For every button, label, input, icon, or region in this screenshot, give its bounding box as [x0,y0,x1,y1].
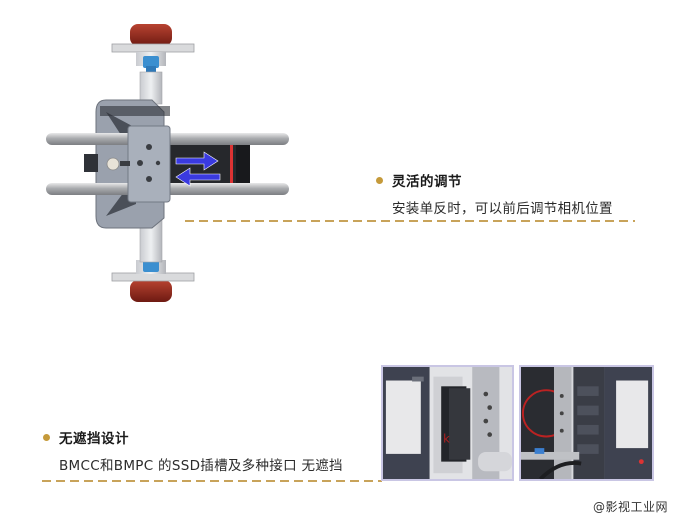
ssd-slot-photo: k [381,365,514,481]
ports-photo [519,365,654,481]
bullet-dot-icon [376,176,383,184]
feature-title-row: 无遮挡设计 [43,427,343,447]
feature-title: 无遮挡设计 [59,431,129,447]
dashed-divider [185,220,635,222]
feature-flexible-adjustment: 灵活的调节 安装单反时，可以前后调节相机位置 [376,170,613,217]
feature-title-row: 灵活的调节 [376,170,613,190]
feature-unobstructed-design: 无遮挡设计 BMCC和BMPC 的SSD插槽及多种接口 无遮挡 [43,427,343,474]
camera-rig-product-image [40,8,300,313]
dashed-divider [42,480,382,482]
bullet-dot-icon [43,433,50,441]
feature-description: 安装单反时，可以前后调节相机位置 [392,201,613,217]
feature-title: 灵活的调节 [392,174,462,190]
svg-text:k: k [443,431,450,445]
watermark: @影视工业网 [592,500,668,514]
feature-description: BMCC和BMPC 的SSD插槽及多种接口 无遮挡 [59,458,343,474]
